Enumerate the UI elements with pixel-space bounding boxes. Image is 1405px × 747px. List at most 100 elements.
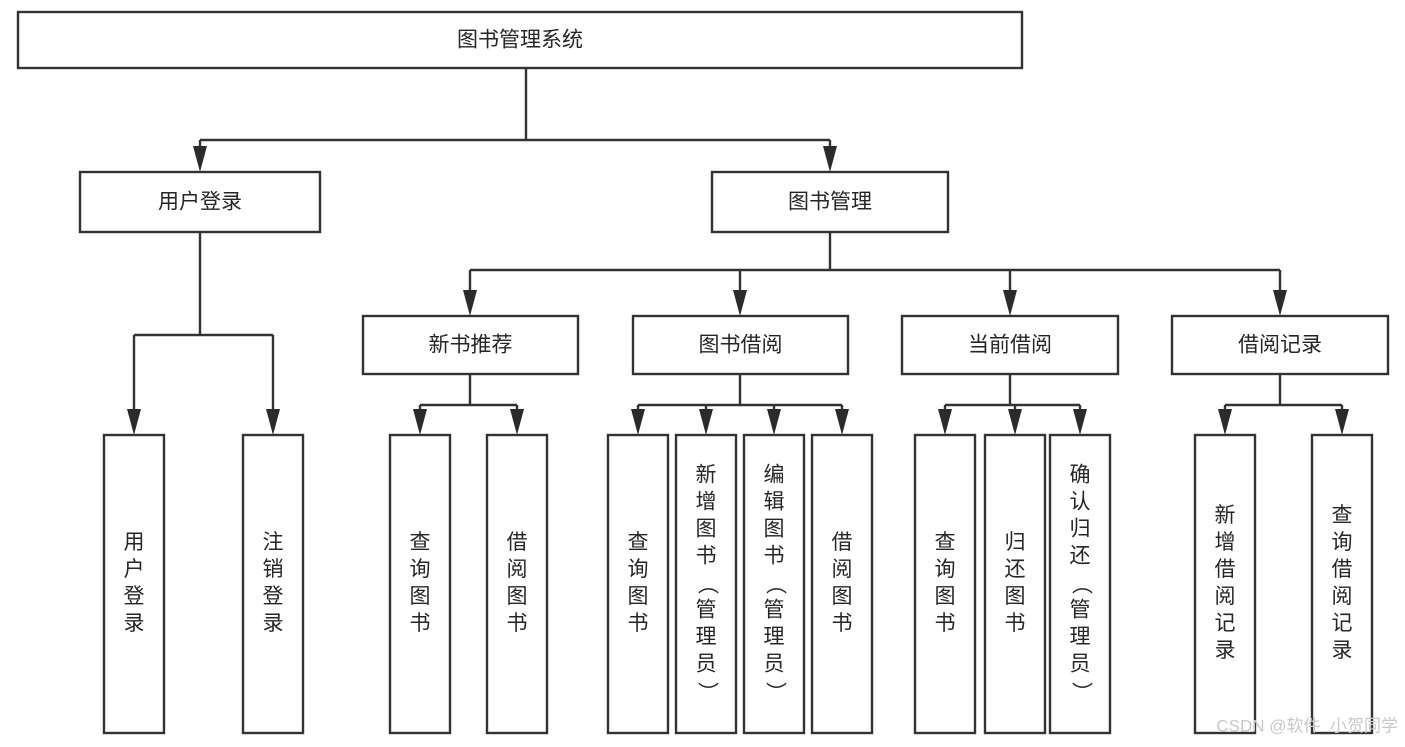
node-box[interactable] [1193,433,1257,735]
arrow-head-icon [1008,409,1022,435]
node-label: 新书推荐 [429,334,513,357]
arrow-head-icon [733,290,747,316]
node-label-char: （ [1069,574,1092,595]
node-label-char: 图 [764,518,785,541]
connector-current-borrow [938,374,1087,435]
node-current-borrow[interactable]: 当前借阅 [900,314,1120,376]
node-label-char: 记 [1215,612,1236,635]
node-box[interactable] [1170,314,1390,376]
node-box[interactable] [16,10,1024,70]
node-label-char: 查 [410,531,431,554]
node-box[interactable] [900,314,1120,376]
node-leaf-user-login[interactable]: 用户登录 [102,433,166,735]
node-box[interactable] [241,433,305,735]
node-label-char: 管 [764,599,785,622]
node-label-char: 书 [628,612,649,635]
arrow-head-icon [823,146,837,172]
arrow-head-icon [699,409,713,435]
node-label-char: 借 [507,531,528,554]
connectors-layer [127,68,1349,435]
node-user-login[interactable]: 用户登录 [78,170,322,234]
node-box[interactable] [674,433,738,735]
node-label-char: 录 [263,612,284,635]
node-label-char: 书 [507,612,528,635]
node-box[interactable] [485,433,549,735]
node-label-char: 询 [628,558,649,581]
node-box[interactable] [606,433,670,735]
node-box[interactable] [388,433,452,735]
node-label-char: 图 [410,585,431,608]
node-label-char: 管 [696,599,717,622]
node-label-char: 员 [696,653,717,676]
node-label-char: 阅 [1215,585,1236,608]
node-label-char: 书 [410,612,431,635]
node-label-char: 归 [1070,518,1091,541]
node-box[interactable] [1310,433,1374,735]
node-label-char: 辑 [764,491,785,514]
node-label-char: 查 [935,531,956,554]
node-box[interactable] [1048,433,1112,735]
node-label-char: 阅 [1332,585,1353,608]
node-box[interactable] [78,170,322,234]
node-label-char: ） [695,682,718,703]
node-box[interactable] [102,433,166,735]
node-label-char: 查 [1332,504,1353,527]
arrow-head-icon [413,409,427,435]
arrow-head-icon [835,409,849,435]
node-box[interactable] [710,170,950,234]
node-label-char: 询 [410,558,431,581]
arrow-head-icon [1335,409,1349,435]
node-root[interactable]: 图书管理系统 [16,10,1024,70]
node-label-char: 还 [1005,558,1026,581]
arrow-head-icon [1218,409,1232,435]
connector-borrow-record [1218,374,1349,435]
csdn-watermark: CSDN @软件_小贺同学 [1216,716,1398,735]
node-label-char: （ [763,574,786,595]
node-book-manage[interactable]: 图书管理 [710,170,950,234]
node-label-char: 图 [628,585,649,608]
node-label-char: 录 [1332,639,1353,662]
arrow-head-icon [266,409,280,435]
node-label-char: 书 [764,545,785,568]
node-label-char: 登 [124,585,145,608]
node-label-char: 新 [1215,504,1236,527]
node-box[interactable] [810,433,874,735]
node-label: 图书管理 [788,191,872,214]
node-label-char: 阅 [507,558,528,581]
node-box[interactable] [361,314,580,376]
node-label-char: 销 [263,558,284,581]
node-box[interactable] [983,433,1047,735]
connector-book-manage [463,232,1287,316]
connector-new-book-recommend [413,374,524,435]
node-box[interactable] [913,433,977,735]
node-label-char: 图 [832,585,853,608]
node-label-char: 图 [935,585,956,608]
node-box[interactable] [742,433,806,735]
node-label-char: 增 [696,491,717,514]
node-box[interactable] [631,314,850,376]
node-book-borrow[interactable]: 图书借阅 [631,314,850,376]
node-label-char: 确 [1070,464,1091,487]
arrow-head-icon [631,409,645,435]
node-new-book-recommend[interactable]: 新书推荐 [361,314,580,376]
node-label-char: 借 [832,531,853,554]
node-label-char: 书 [935,612,956,635]
node-label-char: 询 [1332,531,1353,554]
connector-user-login [127,232,280,435]
node-borrow-record[interactable]: 借阅记录 [1170,314,1390,376]
connector-root [193,68,837,172]
